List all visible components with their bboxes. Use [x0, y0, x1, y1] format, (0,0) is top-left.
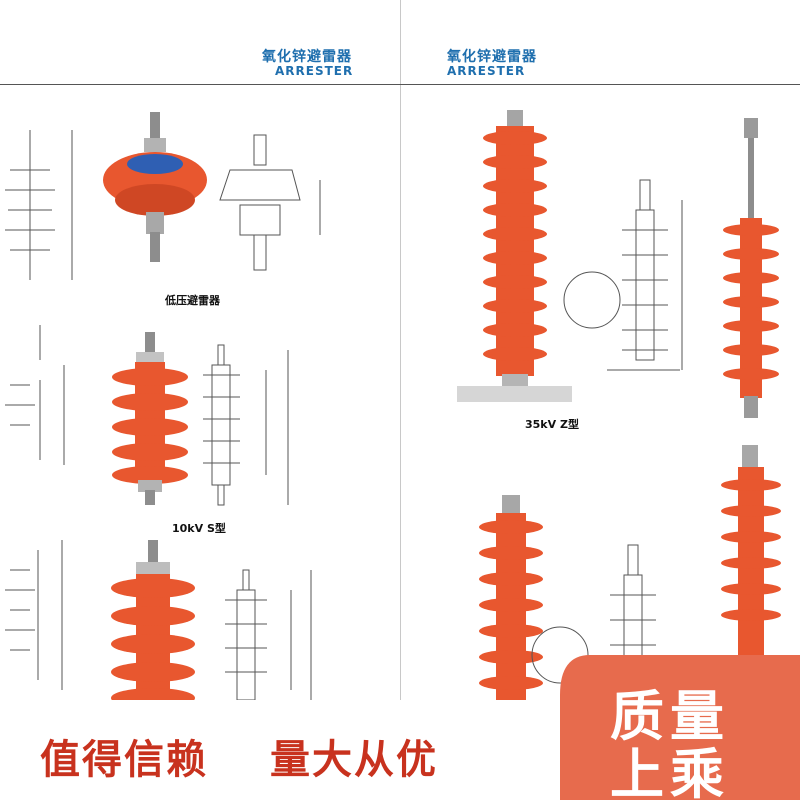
badge-text-superior: 上乘 [610, 743, 730, 806]
lower-left-arrester-photo [111, 540, 195, 708]
right-header-en: ARRESTER [447, 64, 526, 78]
caption-low-voltage: 低压避雷器 [165, 294, 220, 307]
low-voltage-drawing [219, 134, 321, 271]
s-type-drawing [203, 344, 289, 506]
lower-right-arrester-photo [479, 495, 543, 703]
left-header-cn: 氧化锌避雷器 [262, 49, 352, 65]
quality-badge [560, 655, 800, 800]
right-edge-arrester-photo [723, 118, 779, 418]
slogan-trustworthy: 值得信赖 [40, 737, 208, 783]
badge-text-quality: 质量 [610, 685, 730, 748]
z-type-arrester-photo [457, 110, 572, 402]
panel-divider [400, 0, 401, 700]
s-type-arrester-photo [112, 332, 188, 505]
caption-z-type: 35kV Z型 [525, 418, 579, 431]
z-type-drawing [563, 179, 683, 371]
lower-left-drawing [225, 569, 312, 701]
left-edge-drawings [5, 130, 73, 690]
left-catalog-panel [0, 0, 400, 700]
low-voltage-arrester-photo [103, 112, 207, 262]
right-header-cn: 氧化锌避雷器 [447, 49, 537, 65]
header-rule [0, 84, 800, 85]
left-header-en: ARRESTER [275, 64, 354, 78]
slogan-bulk-discount: 量大从优 [270, 737, 438, 783]
caption-s-type: 10kV S型 [172, 522, 226, 535]
